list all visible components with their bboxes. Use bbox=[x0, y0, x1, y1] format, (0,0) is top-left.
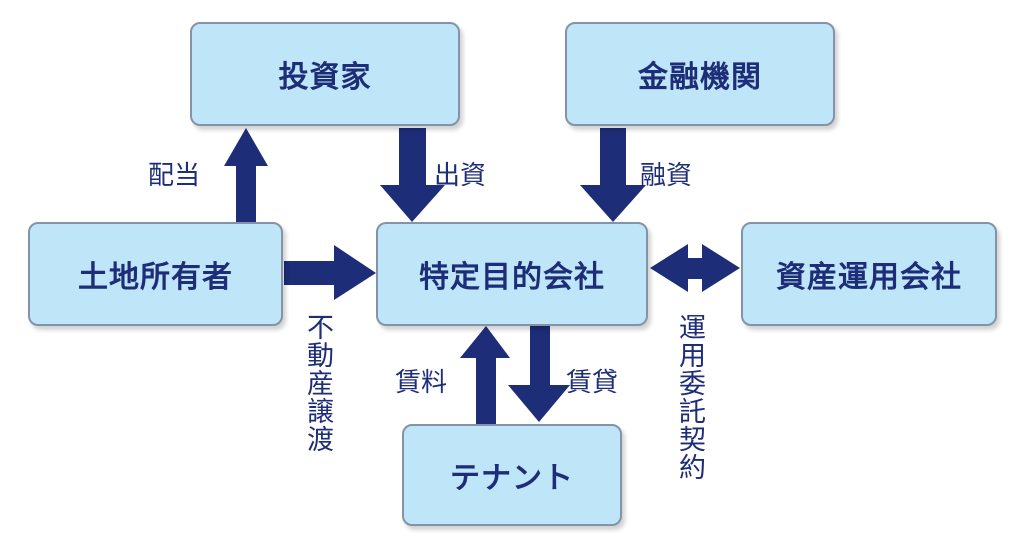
arrow-dividend bbox=[224, 128, 268, 224]
node-landowner: 土地所有者 bbox=[28, 222, 283, 326]
label-consignment: 運用委託契約 bbox=[674, 313, 705, 481]
arrow-rent bbox=[460, 326, 510, 424]
label-investment: 出資 bbox=[434, 161, 487, 191]
arrow-loan bbox=[580, 128, 646, 222]
label-rent: 賃料 bbox=[395, 368, 448, 398]
node-investor: 投資家 bbox=[190, 22, 460, 126]
node-tenant: テナント bbox=[402, 424, 622, 526]
node-spc: 特定目的会社 bbox=[376, 222, 648, 326]
arrow-transfer bbox=[284, 245, 376, 300]
arrow-lease bbox=[508, 326, 570, 422]
label-transfer: 不動産譲渡 bbox=[302, 313, 333, 453]
node-financial-institution: 金融機関 bbox=[565, 22, 835, 126]
label-loan: 融資 bbox=[640, 161, 693, 191]
arrow-consignment bbox=[650, 244, 740, 292]
node-asset-manager: 資産運用会社 bbox=[741, 222, 997, 326]
arrow-investment bbox=[380, 128, 445, 222]
label-dividend: 配当 bbox=[148, 161, 201, 191]
label-lease: 賃貸 bbox=[566, 368, 619, 398]
